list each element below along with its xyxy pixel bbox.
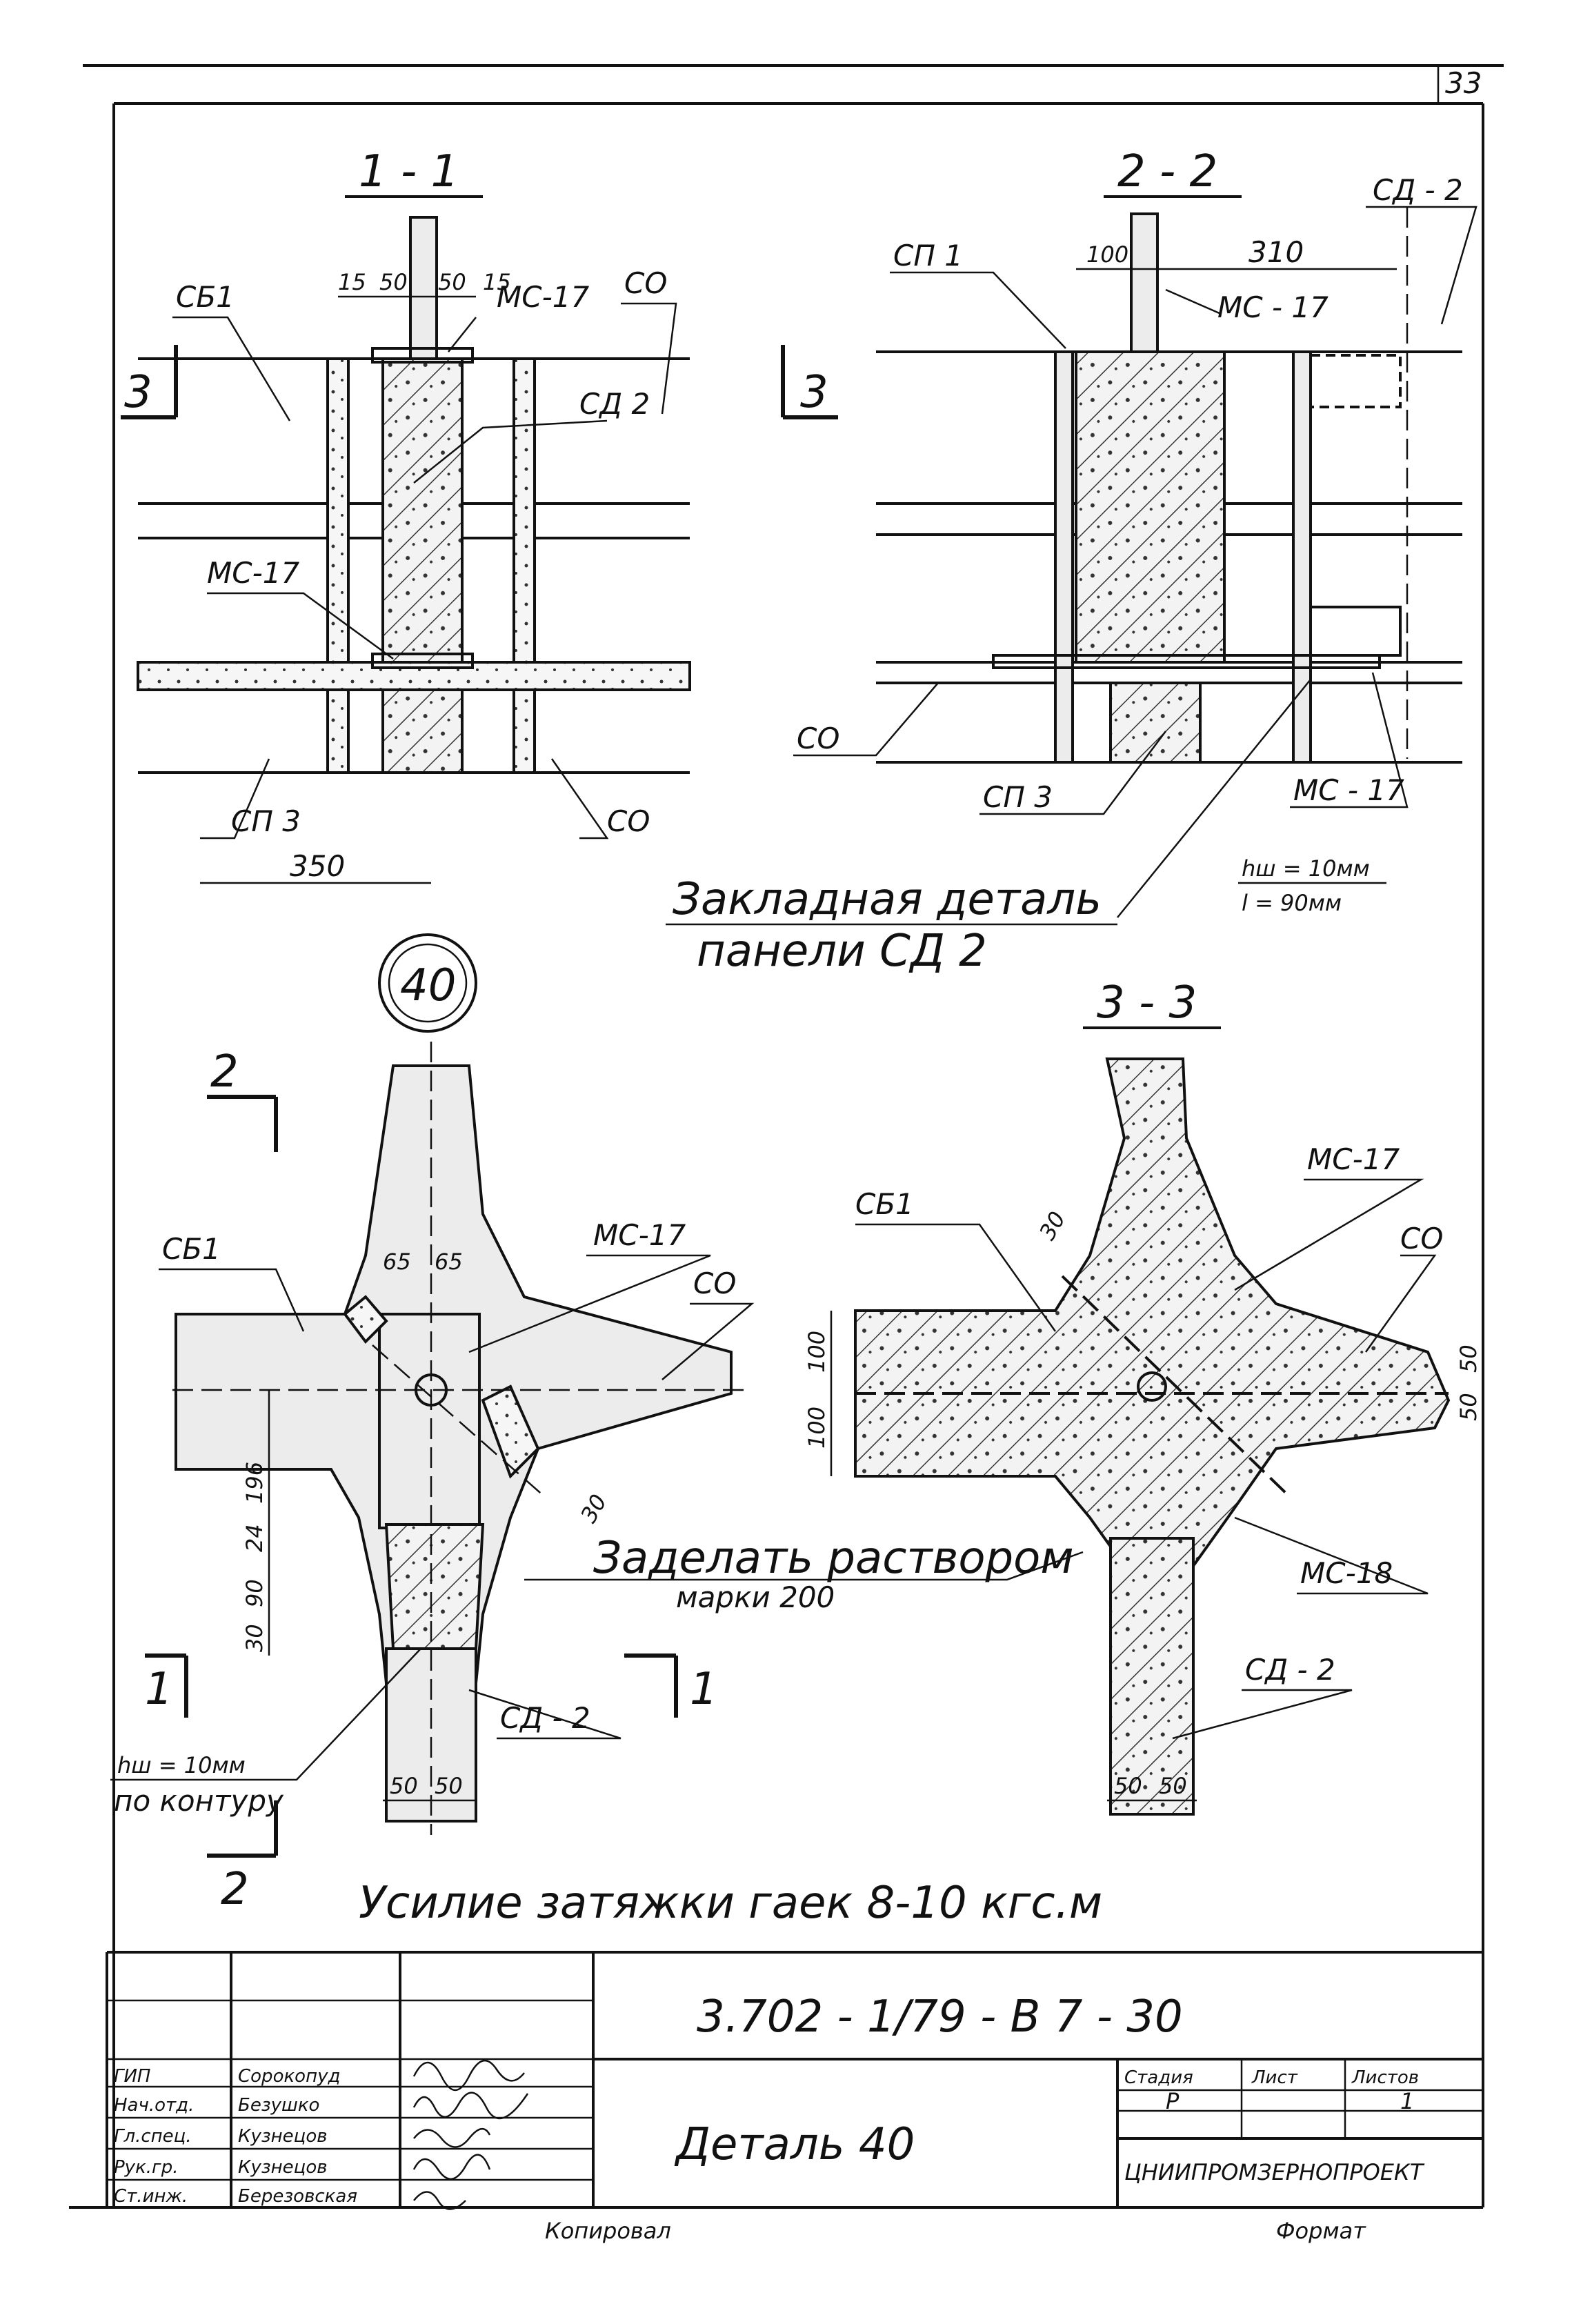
role-st-inzh: Ст.инж. <box>114 2186 188 2207</box>
sheet-value: 1 <box>1400 2088 1414 2114</box>
dim-50-left: 50 <box>390 1773 418 1799</box>
label-sb1: СБ1 <box>176 280 235 314</box>
name-5: Березовская <box>238 2186 357 2207</box>
label-ms17-top: МС - 17 <box>1217 290 1329 324</box>
detail-40: 40 2 2 1 1 СБ1 МС-17 СО СД - <box>110 933 1084 1915</box>
sheet-number: 33 <box>1445 66 1482 100</box>
name-2: Безушко <box>238 2095 319 2116</box>
label-ms17: МС-17 <box>1307 1142 1400 1176</box>
label-sp3: СП 3 <box>231 804 301 838</box>
label-sp3: СП 3 <box>983 780 1053 814</box>
cut-mark-3-right: 3 <box>800 367 828 418</box>
label-so-bottom: СО <box>607 804 650 838</box>
tightening-note: Усилие затяжки гаек 8-10 кгс.м <box>359 1878 1102 1929</box>
cut-mark-2-top: 2 <box>210 1046 239 1098</box>
dim-50-left: 50 <box>1114 1773 1142 1799</box>
dim-50-right: 50 <box>435 1773 463 1799</box>
title-block: 3.702 - 1/79 - В 7 - 30 Деталь 40 Стадия… <box>106 1951 1483 2244</box>
label-so-top: СО <box>624 266 667 300</box>
dim-100-bottom: 100 <box>804 1407 830 1449</box>
dim-50-right: 50 <box>438 269 466 295</box>
section-2-2: 2 - 2 СП 1 МС - 17 СД - 2 СО СП 3 МС - 1… <box>666 146 1477 977</box>
dim-100: 100 <box>1086 241 1128 268</box>
dim-15-left: 15 <box>338 269 366 295</box>
dim-310: 310 <box>1248 235 1304 269</box>
label-ms17-top: МС-17 <box>497 280 589 314</box>
weld-note-hw: hш = 10мм <box>117 1752 246 1778</box>
role-ruk-gr: Рук.гр. <box>114 2157 178 2178</box>
organization: ЦНИИПРОМЗЕРНОПРОЕКТ <box>1124 2159 1425 2185</box>
name-3: Кузнецов <box>238 2126 328 2147</box>
section-1-1-title: 1 - 1 <box>359 146 459 197</box>
signatures <box>412 2059 529 2210</box>
drawing-code: 3.702 - 1/79 - В 7 - 30 <box>697 1992 1183 2043</box>
dim-65-right: 65 <box>435 1249 463 1275</box>
stage-value: Р <box>1166 2088 1180 2114</box>
role-gip: ГИП <box>114 2066 151 2087</box>
drawing-name: Деталь 40 <box>674 2119 915 2170</box>
dim-100-top: 100 <box>804 1331 830 1373</box>
weld-note-contour: по контуру <box>114 1784 284 1818</box>
mortar-note-2: марки 200 <box>676 1580 835 1614</box>
cut-mark-1-right: 1 <box>690 1664 718 1715</box>
mortar-note-1: Заделать раствором <box>593 1533 1074 1584</box>
section-1-1: 1 - 1 3 3 СБ1 МС-17 СО СД <box>121 146 838 884</box>
section-3-3: 3 - 3 СБ1 МС-17 СО МС-18 СД - 2 30 100 1… <box>804 977 1482 1816</box>
label-so: СО <box>797 722 839 755</box>
section-2-2-title: 2 - 2 <box>1117 146 1217 197</box>
dim-30-diag: 30 <box>575 1490 612 1527</box>
label-sd2: СД - 2 <box>1373 173 1463 207</box>
embedded-note-2: панели СД 2 <box>697 926 987 977</box>
cut-mark-2-bottom: 2 <box>221 1864 249 1915</box>
dim-50-right: 50 <box>1159 1773 1187 1799</box>
label-ms17-bottom: МС - 17 <box>1293 773 1404 807</box>
dim-90: 90 <box>241 1579 268 1607</box>
sheets-header: Листов <box>1351 2067 1419 2088</box>
copied-by: Копировал <box>545 2218 671 2244</box>
weld-note-l: l = 90мм <box>1242 890 1342 916</box>
cut-mark-1-left: 1 <box>145 1664 173 1715</box>
dim-50-left: 50 <box>379 269 408 295</box>
name-4: Кузнецов <box>238 2157 328 2178</box>
dim-50-right-bottom: 50 <box>1455 1393 1482 1421</box>
role-gl-spec: Гл.спец. <box>114 2126 192 2147</box>
dim-24: 24 <box>241 1524 268 1552</box>
label-sb1: СБ1 <box>162 1232 221 1266</box>
embedded-note-1: Закладная деталь <box>673 874 1102 925</box>
label-sd2: СД - 2 <box>1245 1653 1335 1687</box>
label-sp1: СП 1 <box>893 239 963 272</box>
label-sd2: СД - 2 <box>500 1701 590 1735</box>
label-ms18: МС-18 <box>1300 1556 1393 1590</box>
dim-30-left: 30 <box>241 1624 268 1652</box>
label-so: СО <box>1400 1222 1443 1255</box>
dim-350: 350 <box>290 849 345 883</box>
label-ms17-mid: МС-17 <box>207 556 299 590</box>
stage-header: Стадия <box>1124 2067 1193 2088</box>
sheet-frame: 33 <box>69 64 1504 2209</box>
dim-50-right-top: 50 <box>1455 1344 1482 1373</box>
dim-15-right: 15 <box>483 269 511 295</box>
dim-196: 196 <box>241 1462 268 1504</box>
role-nach-otd: Нач.отд. <box>114 2095 194 2116</box>
cut-mark-3-left: 3 <box>124 367 152 418</box>
detail-mark-40: 40 <box>400 960 456 1011</box>
format-label: Формат <box>1276 2218 1366 2244</box>
section-3-3-title: 3 - 3 <box>1097 977 1197 1029</box>
weld-note-hw: hш = 10мм <box>1242 855 1370 882</box>
label-sd2: СД 2 <box>579 387 650 421</box>
label-sb1: СБ1 <box>855 1187 914 1221</box>
label-so: СО <box>693 1267 736 1300</box>
sheet-header: Лист <box>1251 2067 1298 2088</box>
name-1: Сорокопуд <box>238 2066 340 2087</box>
dim-65-left: 65 <box>383 1249 411 1275</box>
dim-30: 30 <box>1034 1207 1071 1244</box>
label-ms17: МС-17 <box>593 1218 686 1252</box>
